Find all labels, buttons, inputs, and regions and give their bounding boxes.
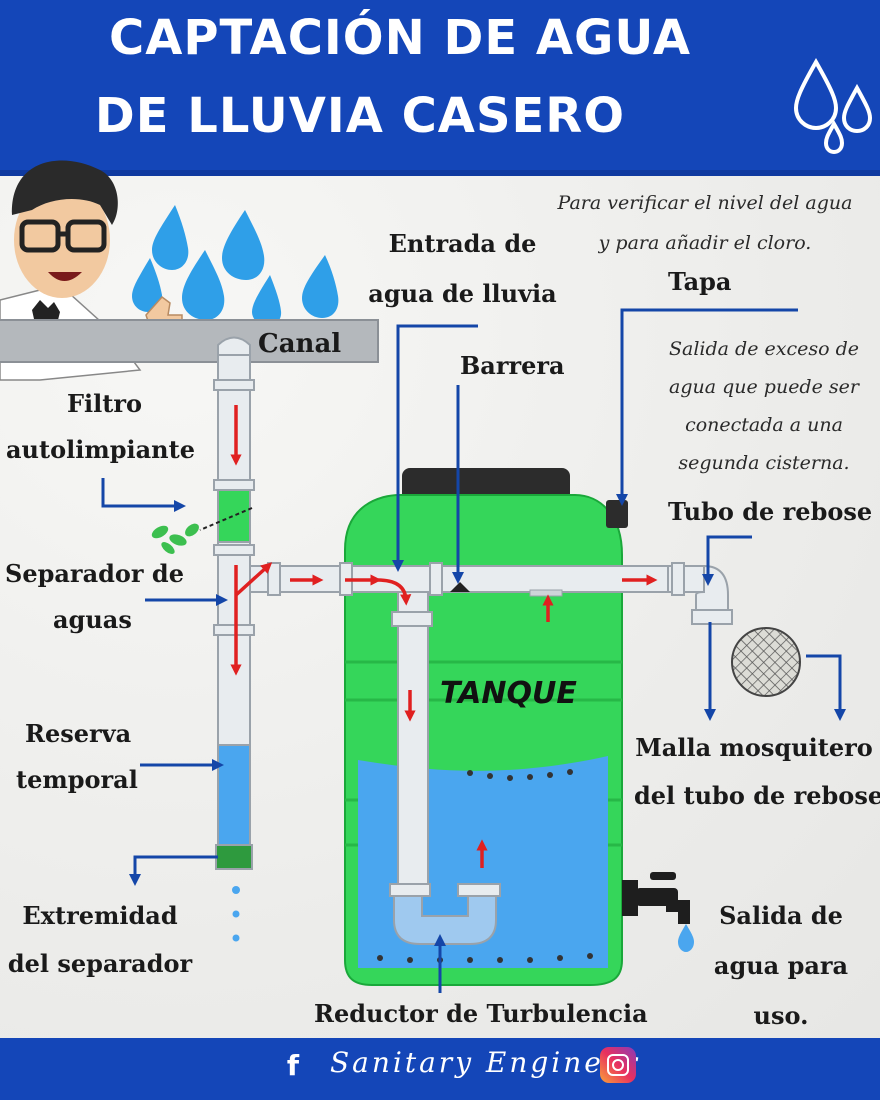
label-filtro-line-1: Filtro xyxy=(67,389,143,418)
label-tubo-rebose: Tubo de rebose xyxy=(668,497,873,526)
label-separador-line-2: aguas xyxy=(53,605,132,634)
label-malla-line-2: del tubo de rebose xyxy=(634,781,880,810)
label-salida-line-1: Salida de xyxy=(719,901,843,930)
label-reserva-line-1: Reserva xyxy=(25,719,132,748)
label-tapa: Tapa xyxy=(668,267,732,296)
mosquito-mesh-icon xyxy=(731,627,801,697)
note-exceso-line-4: segunda cisterna. xyxy=(678,452,850,474)
label-separador-line-1: Separador de xyxy=(5,559,184,588)
title-line-1: CAPTACIÓN DE AGUA xyxy=(108,10,692,66)
water-drops-icon xyxy=(793,57,873,155)
label-reductor: Reductor de Turbulencia xyxy=(314,999,648,1028)
leaves-icon xyxy=(151,523,199,554)
pipes xyxy=(213,336,733,945)
label-filtro-line-2: autolimpiante xyxy=(6,435,195,464)
label-entrada-line-2: agua de lluvia xyxy=(368,279,557,308)
barrier-mark xyxy=(450,582,470,592)
note-verificar-line-2: y para añadir el cloro. xyxy=(598,232,812,254)
drip-drops xyxy=(232,886,694,952)
header-banner xyxy=(0,0,880,176)
label-salida-line-2: agua para xyxy=(713,951,849,980)
faucet-icon xyxy=(622,872,690,924)
facebook-icon[interactable]: f xyxy=(286,1049,300,1082)
label-extremidad-line-1: Extremidad xyxy=(22,901,178,930)
note-exceso-line-2: agua que puede ser xyxy=(669,376,859,398)
label-salida-line-3: uso. xyxy=(753,1001,809,1030)
label-entrada-line-1: Entrada de xyxy=(388,229,537,258)
footer-brand: Sanitary Engineer xyxy=(330,1046,640,1079)
note-exceso-line-3: conectada a una xyxy=(685,414,843,436)
title-line-2: DE LLUVIA CASERO xyxy=(94,88,626,144)
label-extremidad-line-2: del separador xyxy=(7,949,193,978)
overflow-cap xyxy=(606,500,628,528)
label-barrera: Barrera xyxy=(460,351,565,380)
flow-arrows xyxy=(230,405,658,868)
canal-gutter xyxy=(0,319,379,363)
label-malla-line-1: Malla mosquitero xyxy=(635,733,873,762)
note-exceso-line-1: Salida de exceso de xyxy=(669,338,859,360)
note-verificar-line-1: Para verificar el nivel del agua xyxy=(557,192,853,214)
label-tanque: TANQUE xyxy=(440,676,577,711)
label-canal: Canal xyxy=(258,329,342,359)
instagram-icon[interactable] xyxy=(600,1047,636,1083)
label-pointers xyxy=(101,308,846,993)
footer-banner xyxy=(0,1038,880,1100)
label-reserva-line-2: temporal xyxy=(16,765,138,794)
rain-drops-icon xyxy=(132,205,339,326)
